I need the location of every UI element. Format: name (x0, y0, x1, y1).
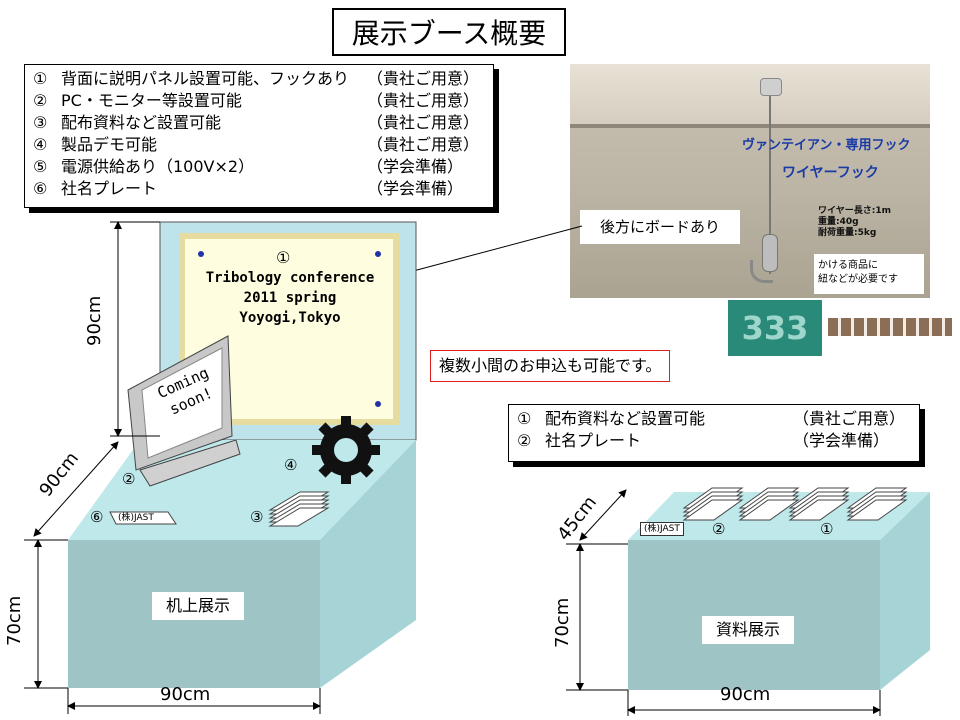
left-booth-label: 机上展示 (152, 592, 244, 620)
list-item: ⑤ 電源供給あり（100V×2） （学会準備） (33, 156, 485, 178)
multi-booth-note: 複数小間のお申込も可能です。 (430, 350, 671, 382)
list-item-owner: （学会準備） (793, 431, 890, 450)
marker-docs: ③ (250, 508, 264, 526)
list-item-text: PC・モニター等設置可能 (61, 91, 242, 110)
dim-depth (33, 441, 119, 537)
list-item: ② 社名プレート （学会準備） (517, 430, 911, 452)
material-list: ① 配布資料など設置可能 （貴社ご用意） ② 社名プレート （学会準備） (508, 404, 920, 462)
list-item-owner: （学会準備） (367, 157, 464, 176)
pin-icon (375, 401, 381, 407)
chain-photo (828, 318, 952, 336)
list-item-text: 配布資料など設置可能 (545, 409, 706, 428)
list-item-text: 背面に説明パネル設置可能、フックあり (61, 69, 350, 88)
plate-text-right: (株)JAST (640, 522, 684, 536)
wire-label: ワイヤーフック (782, 165, 879, 181)
list-item-text: 配布資料など設置可能 (61, 113, 222, 132)
monitor-stand (139, 439, 241, 487)
list-item-owner: （貴社ご用意） (367, 135, 480, 154)
board-behind-note: 後方にボードあり (580, 210, 740, 244)
marker-docs-right: ① (820, 520, 834, 538)
list-item: ⑥ 社名プレート （学会準備） (33, 178, 485, 200)
list-item-num: ④ (33, 135, 48, 154)
callout-line (401, 225, 583, 275)
dim-depth-right (579, 489, 627, 541)
pin-icon (375, 251, 381, 257)
document-stack-icon (682, 487, 908, 521)
poster-marker: ① (276, 248, 291, 267)
pin-icon (198, 251, 204, 257)
left-table-side (320, 440, 416, 688)
list-item: ① 配布資料など設置可能 （貴社ご用意） (517, 408, 911, 430)
poster-text: Tribology conference 2011 spring Yoyogi,… (205, 270, 375, 326)
list-item-text: 社名プレート (545, 431, 642, 450)
dim-width-right-label: 90cm (720, 684, 771, 705)
list-item-owner: （貴社ご用意） (367, 113, 480, 132)
dim-board-height-label: 90cm (84, 295, 105, 346)
hook-top-icon (760, 78, 782, 96)
list-item: ④ 製品デモ可能 （貴社ご用意） (33, 134, 485, 156)
photo-rail-edge (570, 124, 930, 128)
dim-table-height-label: 70cm (4, 595, 25, 646)
hook-label: ヴァンテイアン・専用フック (742, 138, 911, 153)
hook-curve-icon (750, 260, 773, 283)
photo-rail (570, 64, 930, 126)
list-item: ③ 配布資料など設置可能 （貴社ご用意） (33, 112, 485, 134)
right-table-front (628, 540, 880, 690)
list-item: ② PC・モニター等設置可能 （貴社ご用意） (33, 90, 485, 112)
list-item: ① 背面に説明パネル設置可能、フックあり （貴社ご用意） (33, 68, 485, 90)
hook-photo: ヴァンテイアン・専用フック ワイヤーフック ワイヤー長さ:1m 重量:40g 耐… (570, 64, 930, 298)
list-item-num: ⑥ (33, 179, 48, 198)
list-item-num: ③ (33, 113, 48, 132)
list-item-text: 社名プレート (61, 179, 158, 198)
list-item-owner: （貴社ご用意） (367, 69, 480, 88)
list-item-owner: （貴社ご用意） (367, 91, 480, 110)
marker-pc: ② (122, 470, 136, 488)
list-item-num: ② (517, 431, 532, 450)
gear-icon (312, 416, 380, 484)
wire-spec: ワイヤー長さ:1m 重量:40g 耐荷重量:5kg (818, 206, 891, 238)
marker-demo: ④ (284, 456, 298, 474)
page-title: 展示ブース概要 (332, 8, 566, 56)
right-booth-label: 資料展示 (702, 616, 794, 644)
document-stack-icon (268, 491, 330, 527)
plate-text-left: (株)JAST (118, 513, 154, 523)
list-item-num: ① (33, 69, 48, 88)
dim-width-label: 90cm (160, 684, 211, 705)
marker-plate-right: ② (712, 520, 726, 538)
right-table-side (880, 492, 930, 690)
list-item-owner: （学会準備） (367, 179, 464, 198)
list-item-owner: （貴社ご用意） (793, 409, 906, 428)
number-plate-photo: 333 (728, 300, 822, 356)
list-item-num: ① (517, 409, 532, 428)
marker-plate: ⑥ (90, 508, 104, 526)
dim-table-height-right-label: 70cm (552, 597, 573, 648)
feature-list: ① 背面に説明パネル設置可能、フックあり （貴社ご用意） ② PC・モニター等設置可能 （… (24, 64, 494, 208)
wire (769, 94, 771, 274)
list-item-text: 製品デモ可能 (61, 135, 158, 154)
list-item-text: 電源供給あり（100V×2） (61, 157, 255, 176)
list-item-num: ⑤ (33, 157, 48, 176)
list-item-num: ② (33, 91, 48, 110)
hang-note: かける商品に 紐などが必要です (814, 254, 924, 294)
